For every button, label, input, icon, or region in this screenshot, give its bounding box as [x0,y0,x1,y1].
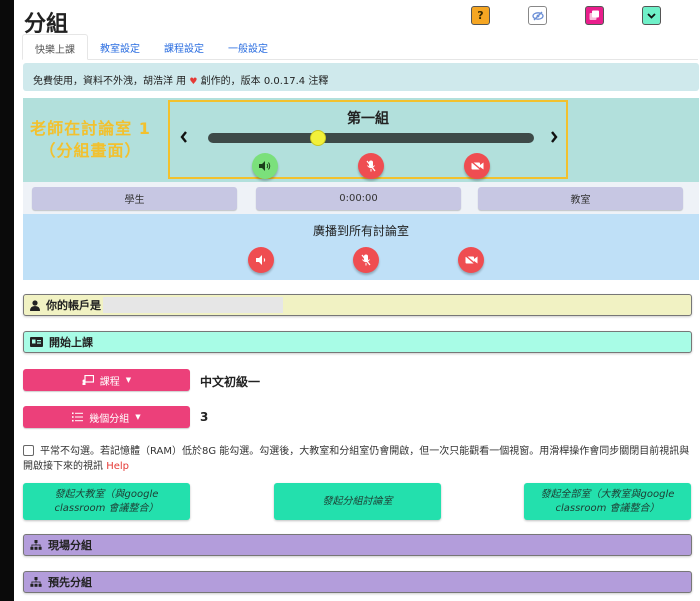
low-memory-option: 平常不勾選。若記憶體（RAM）低於8G 能勾選。勾選後，大教室和分組室仍會開啟，… [23,444,699,474]
user-icon [30,299,40,311]
account-value [103,297,283,313]
group-count-dropdown[interactable]: 幾個分組 ▼ [23,406,190,428]
id-card-icon [30,337,43,347]
list-icon [72,412,84,422]
teacher-location-line2: （分組畫面） [39,141,142,160]
page-title: 分組 [24,12,69,37]
account-label: 你的帳戶是 [46,299,101,312]
broadcast-panel: 廣播到所有討論室 [23,214,699,280]
group-mic-toggle[interactable] [358,153,384,179]
top-toolbar: ? [14,6,700,26]
status-row: 學生 0:00:00 教室 [23,182,699,214]
copy-icon [589,10,599,20]
previous-group-button[interactable] [180,128,188,147]
launch-breakout-rooms-button[interactable]: 發起分組討論室 [274,483,441,520]
sitemap-icon [30,540,42,550]
course-dropdown[interactable]: 課程 ▼ [23,369,190,391]
classroom-button[interactable]: 教室 [478,187,683,210]
notice-version-text: 創作的，版本 0.0.17.4 注釋 [200,76,329,87]
broadcast-title: 廣播到所有討論室 [312,224,409,238]
window-edge [0,0,14,601]
timer-display: 0:00:00 [256,187,461,210]
preset-grouping-bar[interactable]: 預先分組 [23,571,692,593]
students-button[interactable]: 學生 [32,187,237,210]
mic-off-icon [366,160,376,172]
tab-quick-class[interactable]: 快樂上課 [22,34,88,60]
caret-down-icon: ▼ [125,376,132,384]
help-icon: ? [477,9,484,22]
tab-bar: 快樂上課 教室設定 課程設定 一般設定 [22,34,698,60]
caret-down-icon: ▼ [135,413,141,421]
start-class-label: 開始上課 [49,336,93,349]
group-name: 第一組 [347,111,389,127]
teacher-location-line1: 老師在討論室 1 [30,119,151,138]
group-video-toggle[interactable] [464,153,490,179]
broadcast-speaker-toggle[interactable] [248,247,274,273]
group-count-dropdown-label: 幾個分組 [89,413,130,425]
page: 分組 ? 快樂上課 教室設定 課程設定 一般設定 免費使用，資料不外洩，胡浩洋 … [14,0,700,601]
selected-group-count: 3 [200,410,209,424]
help-button[interactable]: ? [471,6,490,25]
heart-icon: ♥ [189,77,198,87]
mic-off-icon [361,254,371,266]
speaker-icon [255,255,265,265]
info-notice: 免費使用，資料不外洩，胡浩洋 用 ♥ 創作的，版本 0.0.17.4 注釋 [23,63,699,91]
onsite-grouping-bar[interactable]: 現場分組 [23,534,692,556]
tab-classroom-settings[interactable]: 教室設定 [100,44,140,55]
help-link[interactable]: Help [106,461,129,472]
low-memory-checkbox[interactable] [23,445,34,456]
next-group-button[interactable] [550,128,558,147]
group-speaker-toggle[interactable] [252,153,278,179]
chevron-down-icon [647,12,656,19]
launch-main-classroom-button[interactable]: 發起大教室（與google classroom 會議整合） [23,483,190,520]
course-dropdown-label: 課程 [99,376,120,388]
tab-general-settings[interactable]: 一般設定 [228,44,268,55]
copy-button[interactable] [585,6,604,25]
notice-text: 免費使用，資料不外洩，胡浩洋 用 [33,76,187,87]
eye-slash-icon [531,11,544,20]
toggle-visibility-button[interactable] [528,6,547,25]
group-selector: 第一組 [168,100,568,179]
expand-button[interactable] [642,6,661,25]
start-class-bar[interactable]: 開始上課 [23,331,692,353]
preset-grouping-label: 預先分組 [48,576,92,589]
chevron-left-icon [180,131,187,143]
sitemap-icon [30,577,42,587]
chevron-right-icon [551,131,558,143]
breakout-group-panel: 老師在討論室 1 （分組畫面） 第一組 [23,98,699,182]
broadcast-mic-toggle[interactable] [353,247,379,273]
selected-course: 中文初級一 [200,375,261,389]
teacher-location-label: 老師在討論室 1 （分組畫面） [23,118,158,162]
launch-all-rooms-button[interactable]: 發起全部室（大教室與google classroom 會議整合） [524,483,691,520]
speaker-on-icon [259,161,271,171]
video-off-icon [465,255,477,265]
account-bar[interactable]: 你的帳戶是 [23,294,692,316]
tab-course-settings[interactable]: 課程設定 [164,44,204,55]
video-off-icon [471,161,483,171]
broadcast-video-toggle[interactable] [458,247,484,273]
onsite-grouping-label: 現場分組 [48,539,92,552]
group-slider[interactable] [208,133,534,143]
group-slider-thumb[interactable] [310,130,326,146]
chalkboard-icon [82,375,94,385]
low-memory-option-text: 平常不勾選。若記憶體（RAM）低於8G 能勾選。勾選後，大教室和分組室仍會開啟，… [23,446,690,472]
